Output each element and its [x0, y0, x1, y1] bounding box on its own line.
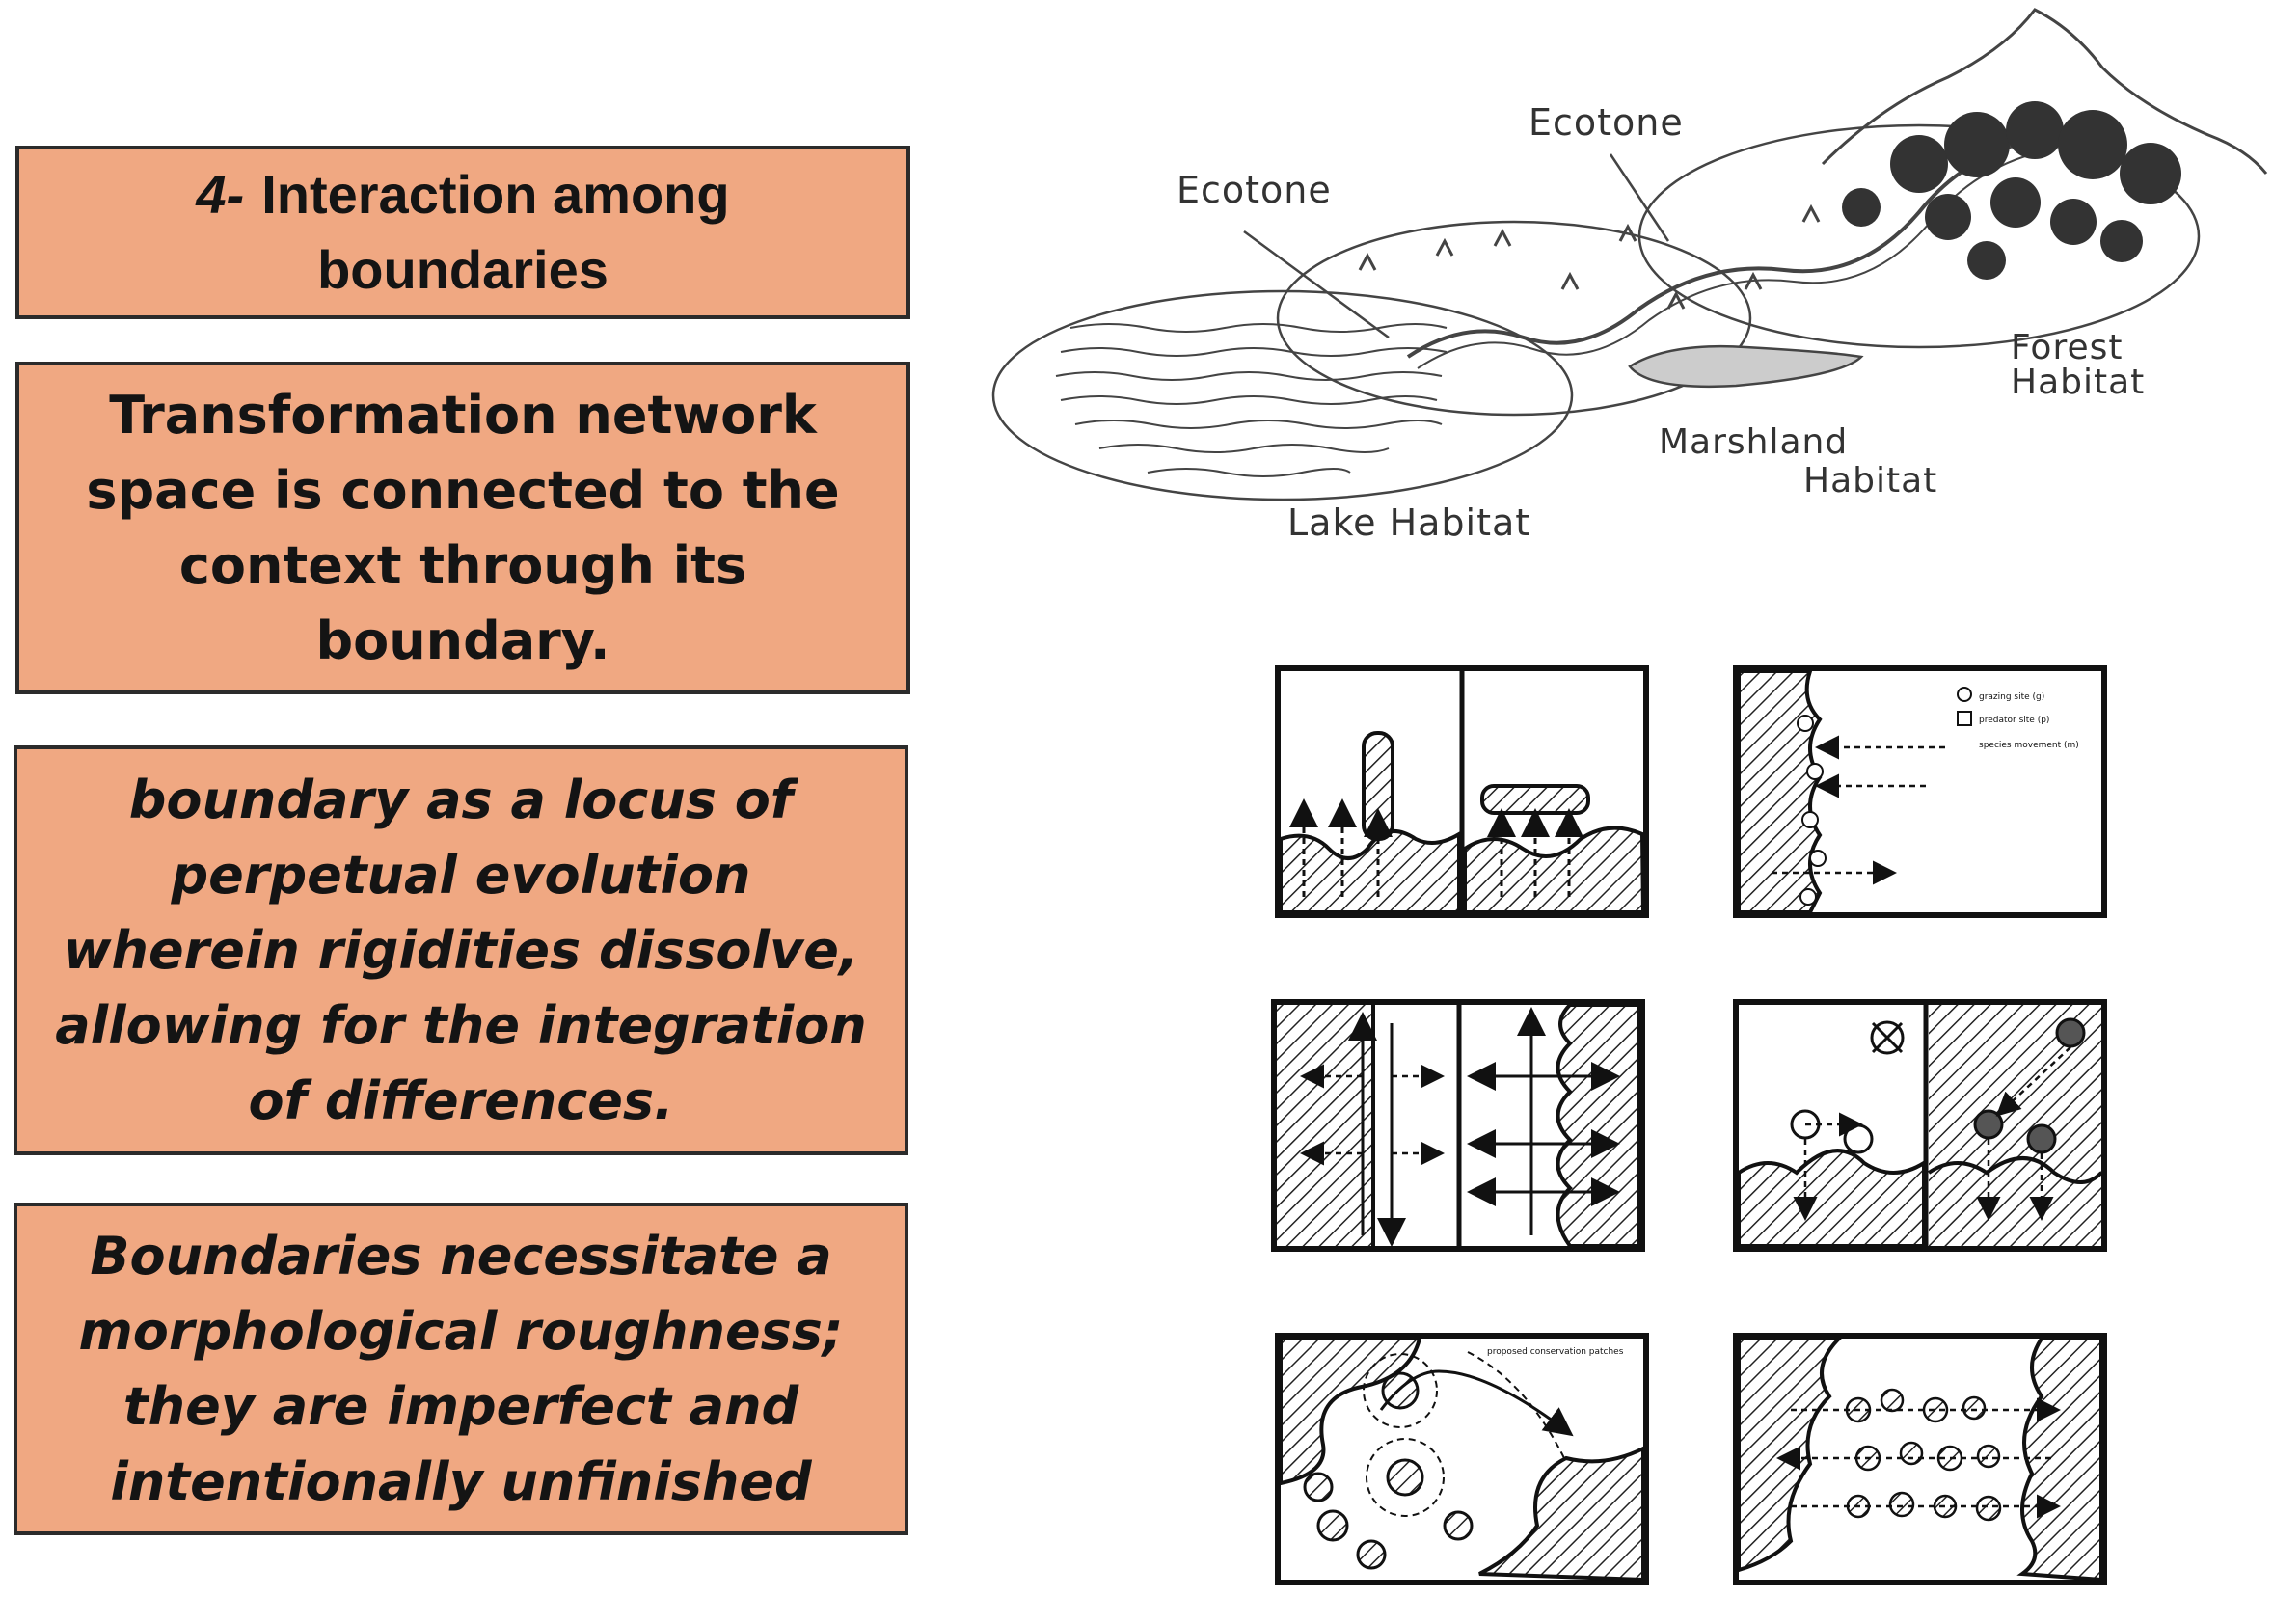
transformation-box: Transformation network space is connecte…: [15, 362, 910, 694]
label-marsh-1: Marshland: [1659, 422, 1848, 462]
sketch-panel-1: [1275, 665, 1649, 918]
heading-title: Interaction among boundaries: [261, 164, 730, 300]
legend-grazing: grazing site (g): [1979, 692, 2044, 702]
legend-predator: predator site (p): [1979, 716, 2049, 725]
heading-box: 4- Interaction among boundaries: [15, 146, 910, 319]
transformation-text: Transformation network space is connecte…: [86, 384, 840, 671]
roughness-text: Boundaries necessitate a morphological r…: [78, 1225, 844, 1512]
label-lake: Lake Habitat: [1287, 501, 1530, 544]
heading-number: 4-: [196, 164, 245, 225]
label-ecotone-left: Ecotone: [1177, 169, 1332, 211]
label-marsh-2: Habitat: [1803, 461, 1937, 501]
label-ecotone-right: Ecotone: [1529, 101, 1684, 144]
sketch-panel-2: grazing site (g) predator site (p) speci…: [1733, 665, 2107, 918]
locus-box: boundary as a locus of perpetual evoluti…: [14, 745, 908, 1155]
river: [1406, 143, 2016, 359]
label-forest-2: Habitat: [2011, 363, 2145, 402]
sketch-panel-5: proposed conservation patches: [1275, 1333, 1649, 1585]
sketch-panel-6: [1733, 1333, 2107, 1585]
roughness-box: Boundaries necessitate a morphological r…: [14, 1203, 908, 1535]
lake-zone: [991, 289, 1574, 501]
label-forest-1: Forest: [2011, 328, 2123, 367]
marsh-zone: [1276, 220, 1752, 417]
mountain: [1821, 8, 2268, 175]
legend-movement: species movement (m): [1979, 741, 2079, 750]
conservation-label: proposed conservation patches: [1487, 1347, 1624, 1357]
sketch-panel-4: [1733, 999, 2107, 1252]
forest-zone: [1637, 123, 2201, 349]
sketch-panel-3: [1271, 999, 1645, 1252]
locus-text: boundary as a locus of perpetual evoluti…: [55, 769, 867, 1131]
habitat-diagram: Ecotone Ecotone Forest Habitat Marshland…: [955, 0, 2273, 579]
